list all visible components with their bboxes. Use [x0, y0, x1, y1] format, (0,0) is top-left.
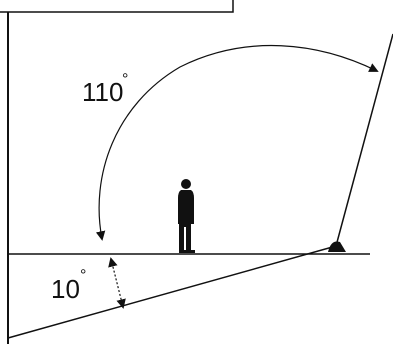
lower-angle-label: 10: [51, 274, 80, 304]
lower-angle-arrow: [108, 257, 126, 309]
top-left-frame: [0, 0, 234, 13]
upper-angle-label: 110: [82, 77, 123, 107]
upper-angle-degree-symbol: °: [122, 71, 128, 88]
lower-tilted-line: [7, 245, 337, 339]
lower-angle-degree-symbol: °: [80, 267, 86, 284]
pivot-block: [328, 241, 346, 252]
upper-angle-arc: [95, 44, 379, 241]
person-silhouette: [178, 179, 195, 253]
